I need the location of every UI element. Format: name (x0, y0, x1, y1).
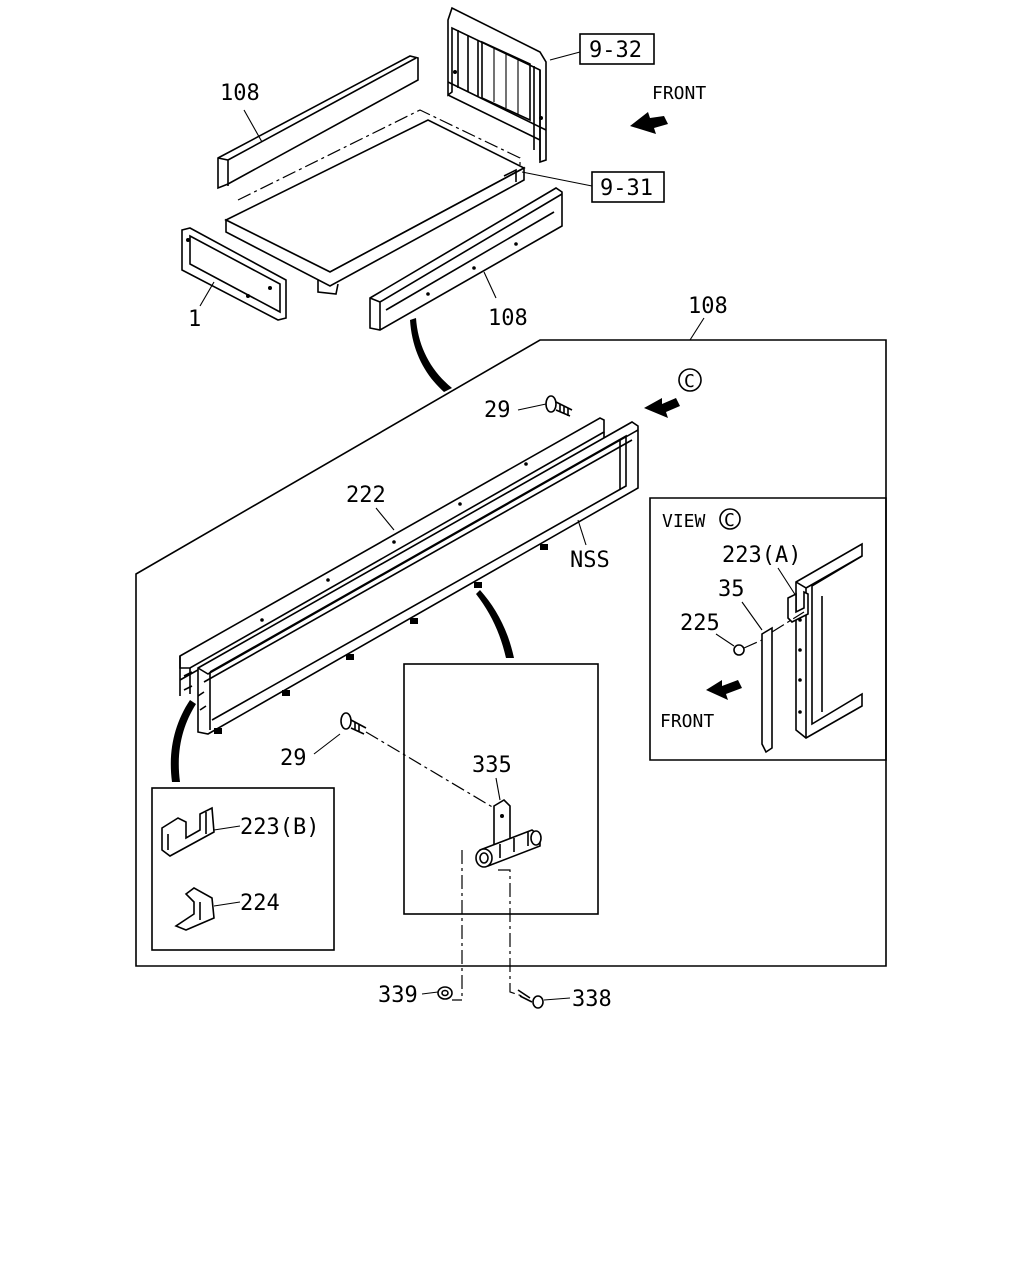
leader-222 (375, 507, 395, 531)
hinge-335-part (475, 798, 542, 868)
detail-panel-frame (135, 339, 887, 967)
part-335-label[interactable]: 335 (472, 753, 512, 778)
view-c-arrow-icon (644, 398, 680, 418)
leader-338-line (498, 869, 523, 997)
leader-338 (543, 997, 571, 1001)
hook-detail-box (151, 787, 335, 951)
part-108-lower-label[interactable]: 108 (488, 306, 528, 331)
post-35-part (761, 611, 805, 754)
leader-29-lower (313, 733, 341, 755)
leader-223b (213, 825, 241, 831)
leader-225 (715, 633, 735, 647)
side-gate-part-upper (217, 55, 419, 190)
headboard-part (447, 6, 547, 164)
part-339-label[interactable]: 339 (378, 983, 418, 1008)
view-c-box (649, 497, 887, 761)
leader-339 (421, 991, 439, 995)
part-1-label[interactable]: 1 (188, 307, 201, 332)
part-29-top-label[interactable]: 29 (484, 398, 511, 423)
hook-223b-part (161, 806, 215, 857)
nss-label[interactable]: NSS (570, 548, 610, 573)
leader-35 (741, 601, 763, 631)
leader-108-lower (483, 271, 497, 299)
leader-335 (495, 777, 501, 801)
part-108-upper-label[interactable]: 108 (220, 81, 260, 106)
part-35-label[interactable]: 35 (718, 577, 745, 602)
ref-box-9-31[interactable] (591, 171, 665, 203)
callout-arrow-top (410, 318, 452, 392)
floor-platform-part (224, 109, 526, 295)
leader-224 (213, 901, 241, 907)
leader-nss (577, 519, 587, 546)
view-c-marker-letter: C (684, 371, 695, 392)
leader-339-line (452, 850, 463, 1001)
leader-29-top (517, 403, 547, 411)
hinge-detail-box (403, 663, 599, 915)
front-label-view: FRONT (660, 711, 714, 732)
clip-224-part (174, 887, 215, 931)
bolt-29-top (545, 395, 573, 417)
view-c-title-circle (719, 508, 741, 530)
ref-9-32-label[interactable]: 9-32 (589, 38, 642, 63)
view-c-marker-circle (678, 368, 702, 392)
callout-arrow-hinge (476, 590, 514, 658)
view-c-frame-part (795, 542, 863, 739)
front-arrow-view-icon (706, 680, 742, 700)
leader-223a (777, 567, 797, 597)
bolt-29-lower (340, 712, 367, 735)
callout-arrow-hook (170, 700, 196, 782)
leader-1 (199, 281, 215, 307)
part-108-detail-label[interactable]: 108 (688, 294, 728, 319)
leader-108-detail (689, 317, 705, 341)
part-225-label[interactable]: 225 (680, 611, 720, 636)
screw-225-part (733, 639, 763, 656)
ref-box-9-32[interactable] (579, 33, 655, 65)
side-gate-part-lower (369, 187, 563, 331)
leader-9-32 (549, 51, 581, 61)
tail-gate-part (181, 227, 287, 321)
view-c-title[interactable]: VIEW (662, 511, 706, 532)
part-338-label[interactable]: 338 (572, 987, 612, 1012)
part-224-label[interactable]: 224 (240, 891, 280, 916)
leader-9-31 (521, 171, 593, 187)
bolt-338-part (517, 989, 544, 1009)
leader-108-upper (243, 109, 263, 143)
view-c-title-letter: C (724, 510, 735, 531)
part-223a-label[interactable]: 223(A) (722, 543, 801, 568)
hook-223a-part (787, 590, 809, 623)
ref-9-31-label[interactable]: 9-31 (600, 176, 653, 201)
part-222-label[interactable]: 222 (346, 483, 386, 508)
side-gate-detail-part (179, 417, 639, 735)
front-arrow-icon (630, 112, 668, 134)
front-label-top: FRONT (652, 83, 706, 104)
part-29-lower-label[interactable]: 29 (280, 746, 307, 771)
part-223b-label[interactable]: 223(B) (240, 815, 319, 840)
nut-339-part (437, 986, 453, 1000)
